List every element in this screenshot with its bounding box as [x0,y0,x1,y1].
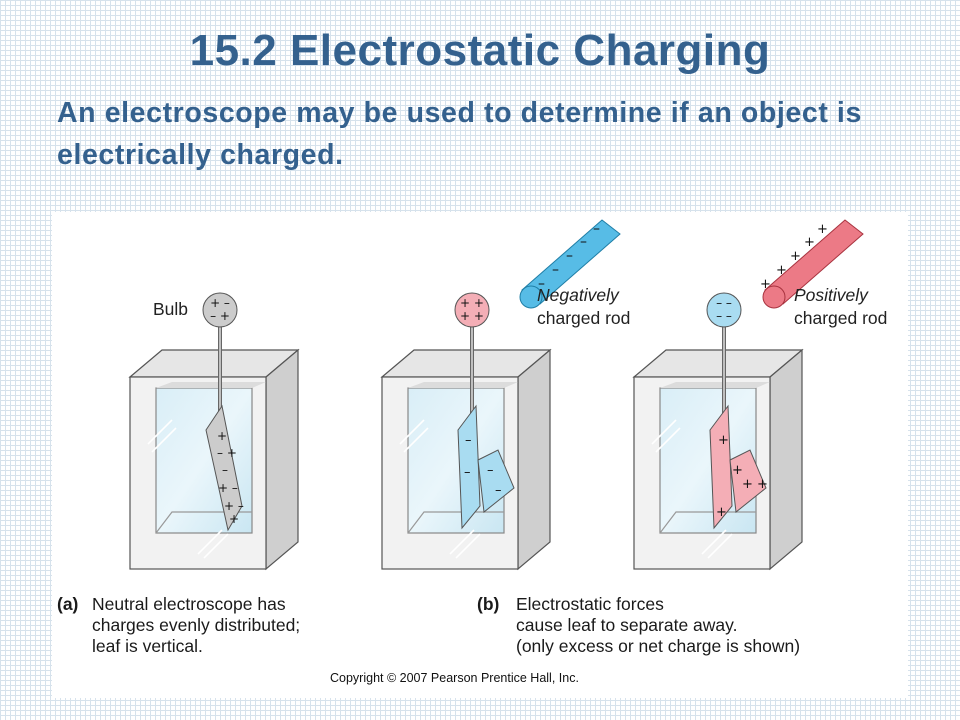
svg-text:+: + [776,263,787,278]
leaf-neutral [205,404,243,532]
bulb-label: Bulb [153,299,188,319]
rod-negative-label-line2: charged rod [537,308,630,328]
svg-text:+: + [804,235,815,250]
svg-text:+: + [229,512,239,526]
rod-positive-label-line2: charged rod [794,308,887,328]
svg-text:+: + [718,433,729,448]
bulb-positive-b [454,292,490,328]
caption-b-line-1: Electrostatic forces [516,594,664,614]
leaf-c-fixed [709,404,733,530]
copyright-notice: Copyright © 2007 Pearson Prentice Hall, … [330,671,579,685]
svg-text:+: + [732,463,743,478]
glare-a [147,419,229,559]
rod-negative: –– –– – [519,219,621,309]
caption-b-line-2: cause leaf to separate away. [516,615,737,635]
bulb-b-charges-top: + + [460,296,484,310]
caption-b-line-3: (only excess or net charge is shown) [516,636,800,656]
slide-subtitle: An electroscope may be used to determine… [57,97,862,171]
bulb-c-charges-top: – – [716,296,732,310]
leaf-c-charges: ++ ++ + [716,433,768,520]
svg-text:–: – [465,433,472,448]
caption-a-line-3: leaf is vertical. [92,636,203,656]
rod-positive: ++ ++ + [760,219,864,309]
bulb-a-charges-bottom: – + [210,309,230,323]
bulb-b-charges-bottom: + + [460,309,484,323]
caption-a-tag: (a) [57,594,78,614]
svg-text:+: + [716,505,727,520]
svg-text:–: – [580,234,587,250]
caption-b-tag: (b) [477,594,499,614]
svg-text:–: – [552,262,559,278]
svg-text:+ –: + – [218,481,238,495]
electroscope-figure: + – – + +– + –+ – + –+ Bulb –– –– – Nega… [52,212,908,698]
electroscope-neutral: + – – + +– + –+ – + –+ Bulb [128,292,300,571]
bulb-negative-c [706,292,742,328]
leaf-a-charges: +– + –+ – + –+ [217,429,244,526]
svg-text:+: + [790,249,801,264]
svg-text:–: – [566,248,573,264]
electroscope-positive: ++ ++ + Positively charged rod [632,219,887,571]
svg-text:–: – [495,483,502,498]
bulb-c-charges-bottom: – – [716,309,732,323]
caption-a-line-1: Neutral electroscope has [92,594,286,614]
bulb-neutral [202,292,238,328]
rod-positive-label-line1: Positively [794,285,869,305]
svg-text:+ +: + + [742,477,768,492]
leaf-b-charges: –– –– [464,433,502,498]
rod-negative-label-line1: Negatively [537,285,620,305]
svg-text:+: + [217,429,227,443]
svg-text:–: – [593,221,600,237]
svg-text:– +: – + [217,446,237,460]
glare-b [399,419,481,559]
svg-text:+: + [817,222,828,237]
svg-text:+ –: + – [224,499,244,513]
svg-text:–: – [222,463,228,477]
electroscope-diagram: + – – + +– + –+ – + –+ Bulb –– –– – Nega… [57,219,887,685]
electroscope-negative: –– –– – Negatively charged rod [380,219,630,571]
caption-b: (b) Electrostatic forces cause leaf to s… [477,594,800,656]
leaf-c-repelled [729,449,767,513]
svg-text:–: – [538,276,545,292]
glare-c [651,419,733,559]
svg-text:+: + [760,277,771,292]
slide-title: 15.2 Electrostatic Charging [189,26,771,75]
leaf-b-fixed [457,404,481,530]
caption-a-line-2: charges evenly distributed; [92,615,300,635]
leaf-b-repelled [477,449,515,513]
caption-a: (a) Neutral electroscope has charges eve… [57,594,300,656]
bulb-a-charges-top: + – [210,296,230,310]
svg-text:–: – [487,463,494,478]
svg-text:–: – [464,465,471,480]
